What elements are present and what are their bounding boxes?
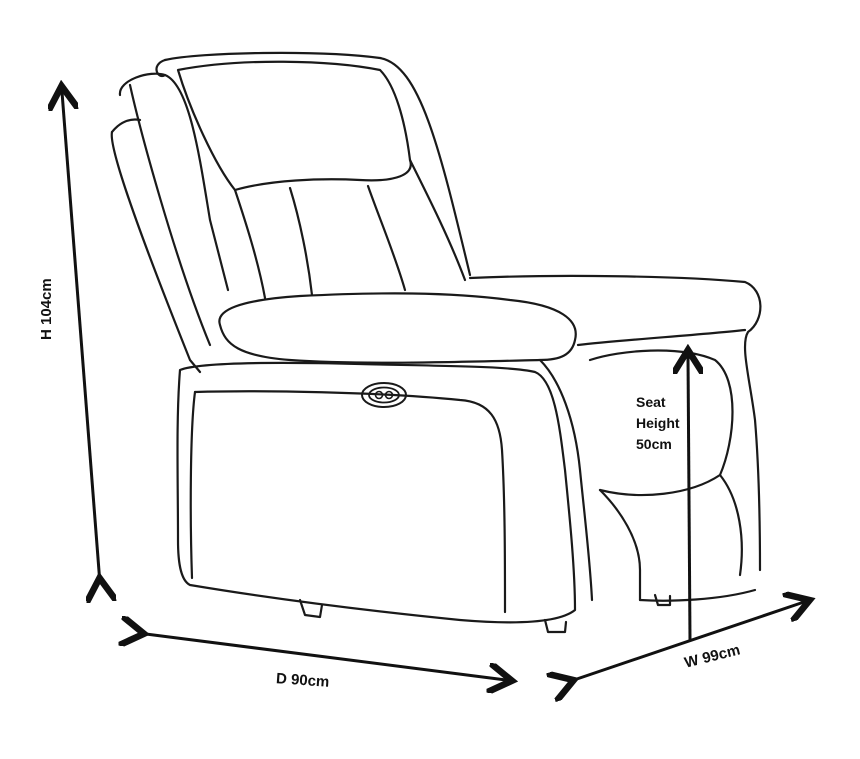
seat-height-label: Seat Height 50cm [636,392,680,455]
depth-label: D 90cm [275,670,330,691]
power-recline-button-icon [361,382,407,408]
height-label: H 104cm [38,278,55,340]
seat-height-line1: Seat [636,394,666,410]
dimension-lines [62,92,804,682]
seat-height-arrow [688,356,690,641]
height-arrow [62,92,100,584]
chair-outline [110,51,762,634]
width-arrow [568,602,804,682]
depth-arrow [138,633,506,680]
seat-height-line3: 50cm [636,436,672,452]
seat-height-line2: Height [636,415,680,431]
